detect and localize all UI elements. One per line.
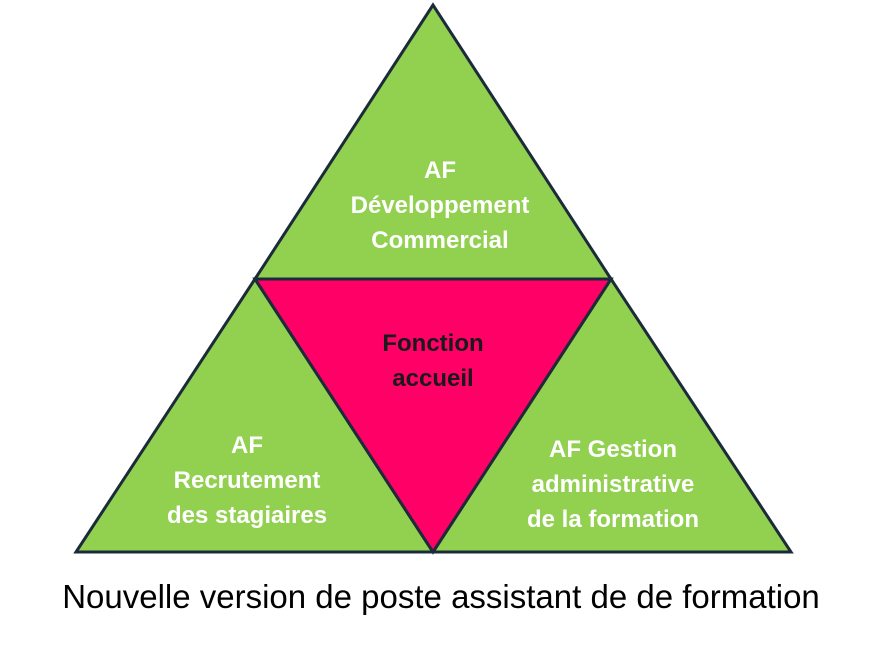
top-label-line1: AF <box>424 157 456 184</box>
top-label-line2: Développement <box>351 192 530 219</box>
left-label-line3: des stagiaires <box>167 502 327 529</box>
right-label-line1: AF Gestion <box>549 436 677 463</box>
diagram-caption: Nouvelle version de poste assistant de d… <box>62 578 820 615</box>
center-triangle <box>252 277 614 555</box>
center-label-line1: Fonction <box>382 330 483 357</box>
left-label-line2: Recrutement <box>174 467 321 494</box>
right-label-line3: de la formation <box>527 506 699 533</box>
left-label-line1: AF <box>231 432 263 459</box>
center-label-line2: accueil <box>392 365 473 392</box>
top-label-line3: Commercial <box>371 227 508 254</box>
right-label-line2: administrative <box>532 471 695 498</box>
